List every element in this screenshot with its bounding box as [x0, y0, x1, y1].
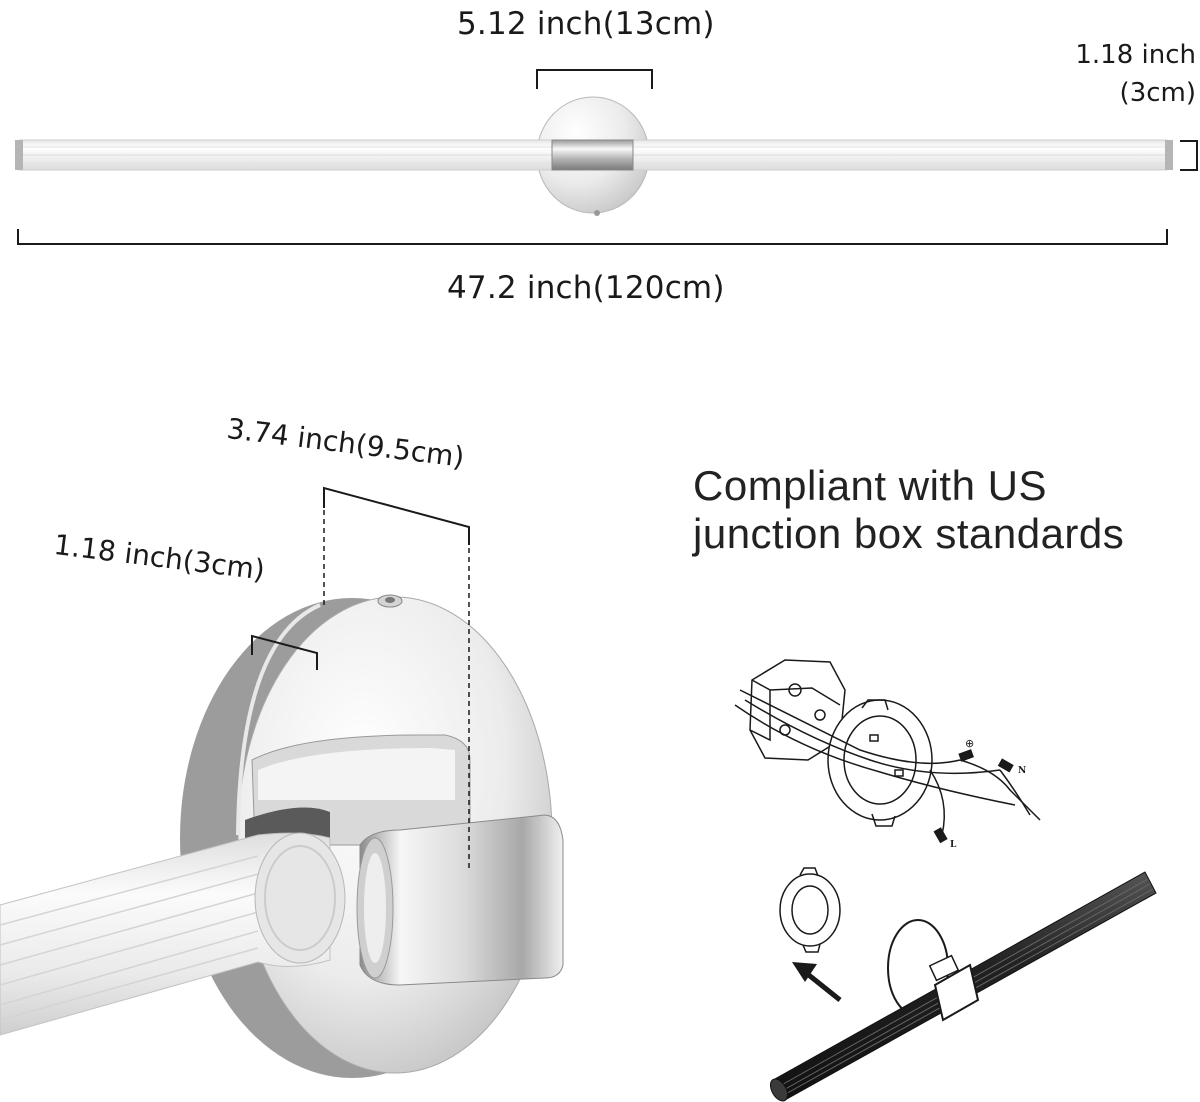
total-length-label: 47.2 inch(120cm)	[447, 270, 725, 306]
black-fixture-sketch	[769, 871, 1157, 1102]
closeup-fixture	[0, 594, 564, 1078]
tube-diameter-inch-label: 1.18 inch	[1075, 40, 1196, 70]
tube-diameter-bracket	[1180, 140, 1198, 171]
closeup-dimension-lines	[251, 486, 470, 870]
compliance-heading-line1: Compliant with US	[693, 462, 1047, 509]
wire-live-label: L	[950, 840, 957, 850]
wire-ground-label: ⊕	[965, 737, 975, 750]
compliance-heading-line2: junction box standards	[693, 510, 1125, 557]
mounting-ring-sketch	[779, 867, 841, 953]
total-length-bracket	[17, 229, 1168, 245]
wire-neutral-label: N	[1018, 766, 1027, 776]
install-arrow-icon	[792, 962, 842, 1002]
junction-box-sketch	[734, 659, 1041, 844]
mount-collar-front	[551, 139, 634, 171]
mount-width-bracket	[536, 69, 653, 89]
compliance-heading: Compliant with US junction box standards	[693, 462, 1124, 558]
tube-diameter-cm-label: (3cm)	[1119, 78, 1196, 108]
mount-width-label: 5.12 inch(13cm)	[457, 6, 715, 42]
